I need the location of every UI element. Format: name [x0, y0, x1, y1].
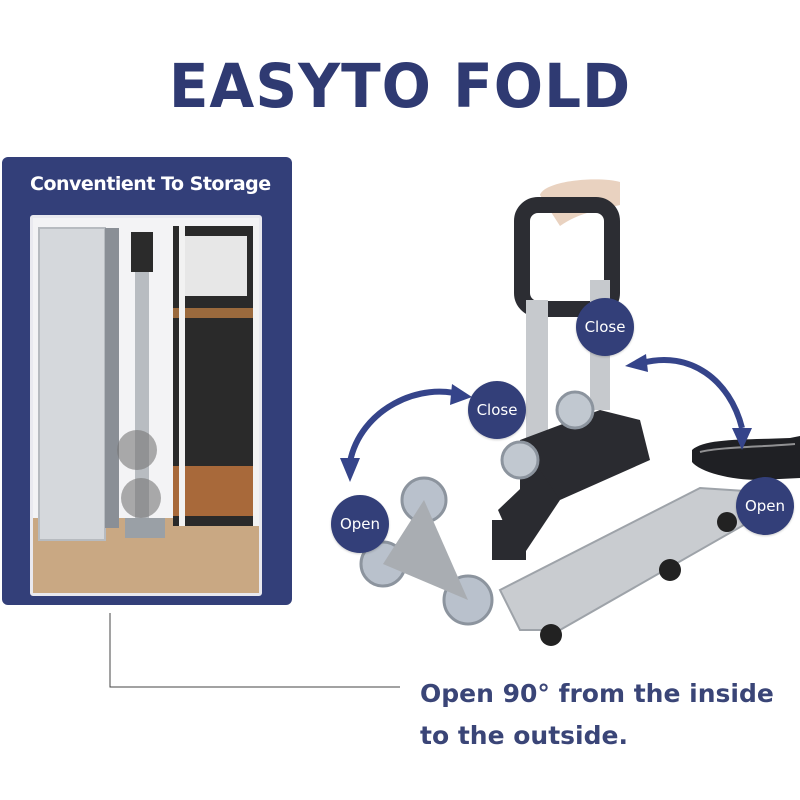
- caster: [540, 624, 562, 646]
- cabinet-left: [39, 228, 105, 540]
- page-title: EASYTO FOLD: [168, 50, 632, 122]
- close-badge-upper: Close: [576, 298, 634, 356]
- storage-photo: [30, 215, 262, 596]
- arrow-left: [347, 388, 467, 463]
- caster: [717, 512, 737, 532]
- trolley-handle: [514, 197, 620, 317]
- open-badge-right: Open: [736, 477, 794, 535]
- open-badge-left: Open: [331, 495, 389, 553]
- caption-line-1: Open 90° from the inside: [420, 679, 774, 708]
- left-pole: [526, 300, 548, 450]
- caption-line-2: to the outside.: [420, 721, 628, 750]
- caster: [659, 559, 681, 581]
- close-badge-lower: Close: [468, 381, 526, 439]
- shoe: [692, 436, 800, 480]
- storage-scene: [33, 226, 259, 593]
- caption: Open 90° from the inside to the outside.: [420, 673, 774, 757]
- arrow-right: [641, 356, 745, 429]
- storage-label: Conventient To Storage: [30, 173, 271, 195]
- trolley-joint: [520, 410, 650, 500]
